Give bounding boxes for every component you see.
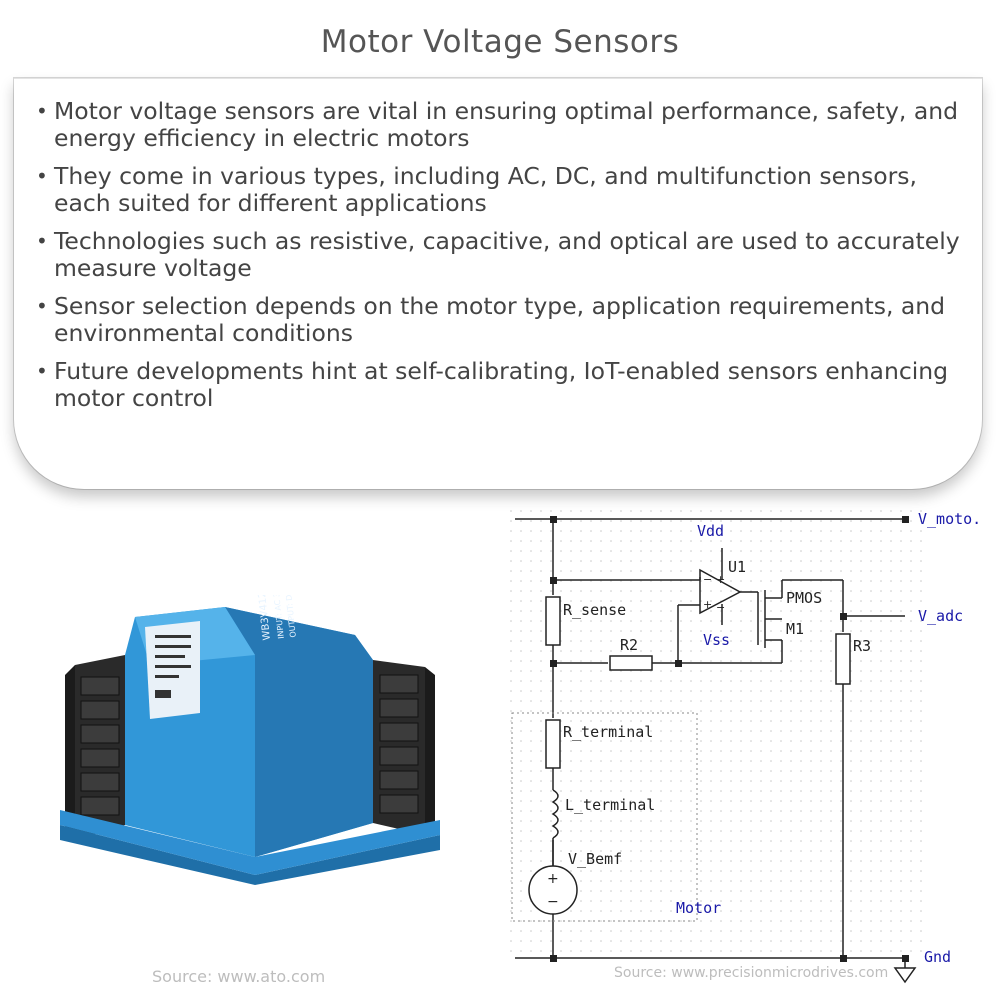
ground-icon <box>893 967 917 984</box>
v-bemf-label: V_Bemf <box>568 850 622 868</box>
bullet-item: •They come in various types, including A… <box>36 162 918 217</box>
summary-card <box>14 78 982 489</box>
left-terminal-block <box>65 655 125 840</box>
photo-source: Source: www.ato.com <box>152 967 326 986</box>
bullet-dot-icon: • <box>36 164 48 188</box>
m1-label: M1 <box>786 620 804 638</box>
svg-text:+: + <box>547 871 559 887</box>
svg-text:−: − <box>547 894 559 910</box>
svg-text:−: − <box>716 601 725 614</box>
bullet-item: •Future developments hint at self-calibr… <box>36 357 949 412</box>
vss-label: Vss <box>703 631 730 649</box>
r2-resistor <box>609 655 653 671</box>
r-sense-resistor <box>545 596 561 646</box>
l-terminal-label: L_terminal <box>565 796 655 814</box>
bullet-item: •Technologies such as resistive, capacit… <box>36 227 960 282</box>
motor-box <box>511 712 698 922</box>
inductor-icon <box>551 789 559 839</box>
sensor-schematic: + − + − − + V_moto. Vdd U1 PMOS M1 Vss V… <box>505 505 981 984</box>
bullet-dot-icon: • <box>36 99 48 123</box>
bullet-item: •Motor voltage sensors are vital in ensu… <box>36 97 959 152</box>
voltage-source-icon <box>528 865 578 915</box>
svg-text:+: + <box>716 573 725 586</box>
r-terminal-resistor <box>545 719 561 769</box>
pmos-label: PMOS <box>786 589 822 607</box>
r3-label: R3 <box>853 637 871 655</box>
u1-label: U1 <box>728 558 746 576</box>
bullet-dot-icon: • <box>36 294 48 318</box>
right-terminal-block <box>373 660 435 835</box>
bullet-item: •Sensor selection depends on the motor t… <box>36 292 946 347</box>
motor-label: Motor <box>676 899 721 917</box>
device-base <box>60 825 440 885</box>
page-title: Motor Voltage Sensors <box>320 24 680 60</box>
schematic-source: Source: www.precisionmicrodrives.com <box>614 965 889 981</box>
bullet-list: •Motor voltage sensors are vital in ensu… <box>36 98 966 423</box>
r2-label: R2 <box>620 636 638 654</box>
bullet-dot-icon: • <box>36 359 48 383</box>
r3-resistor <box>835 633 851 685</box>
v-adc-label: V_adc <box>918 607 963 625</box>
svg-text:−: − <box>703 573 712 586</box>
vdd-label: Vdd <box>697 522 724 540</box>
bullet-dot-icon: • <box>36 229 48 253</box>
r-sense-label: R_sense <box>563 601 626 619</box>
v-motor-label: V_moto. <box>918 510 981 528</box>
voltage-sensor-photo: WB3V412Q17 INPUT: AC 300V OUTPUT: DC 5V <box>60 595 440 885</box>
svg-text:+: + <box>703 598 712 611</box>
r-terminal-label: R_terminal <box>563 723 653 741</box>
gnd-label: Gnd <box>924 948 951 966</box>
